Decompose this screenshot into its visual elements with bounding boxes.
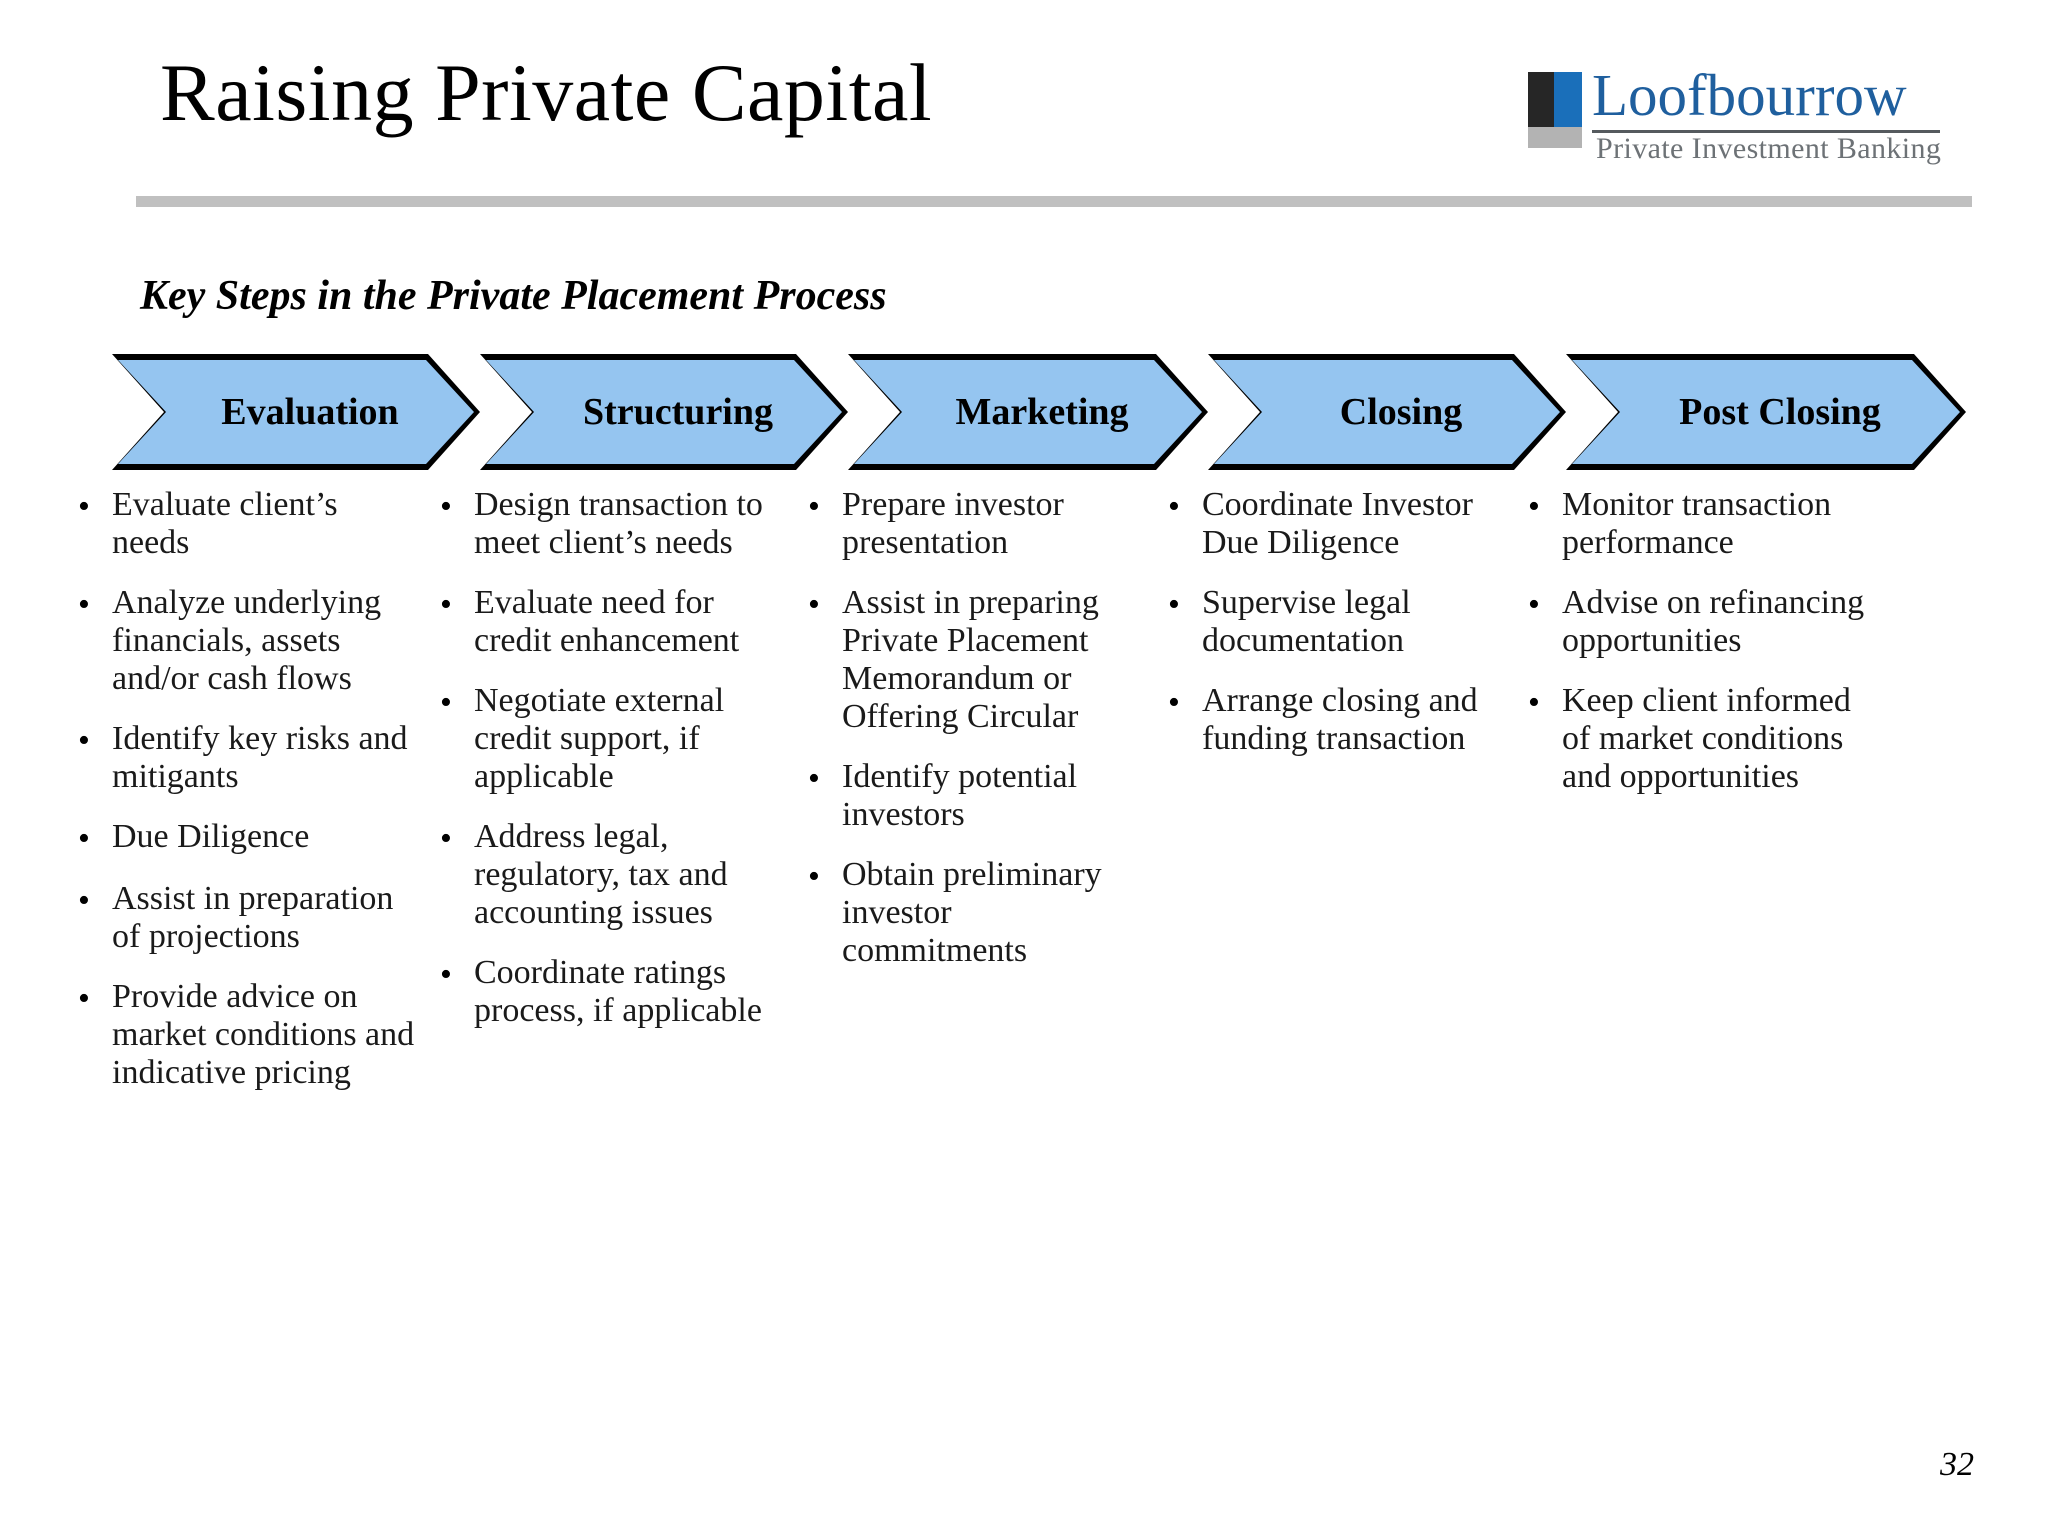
list-item: • Address legal, regulatory, tax and acco… (440, 818, 790, 932)
bullet-text: Design transaction to meet client’s need… (474, 486, 763, 561)
bullet-dot-icon: • (808, 760, 820, 797)
bullet-text: Assist in preparation of projections (112, 880, 394, 955)
page-number: 32 (1940, 1446, 1974, 1483)
chevron-label: Post Closing (1679, 391, 1881, 433)
list-item: • Design transaction to meet client’s nee… (440, 486, 790, 562)
bullet-dot-icon: • (78, 882, 90, 919)
list-item: • Obtain preliminary investor commitments (808, 856, 1138, 970)
list-item: • Evaluate client’s needs (78, 486, 418, 562)
bullet-text: Identify key risks and mitigants (112, 720, 408, 795)
process-step-chevron-closing[interactable]: Closing (1208, 354, 1566, 470)
bullet-text: Provide advice on market conditions and … (112, 978, 415, 1091)
bullet-text: Prepare investor presentation (842, 486, 1064, 561)
chevron-fill (486, 360, 842, 464)
bullet-column-structuring: • Design transaction to meet client’s nee… (440, 486, 790, 1052)
bullet-text: Arrange closing and funding transaction (1202, 682, 1478, 757)
list-item: • Advise on refinancing opportunities (1528, 584, 1878, 660)
bullet-dot-icon: • (1168, 684, 1180, 721)
process-step-chevron-structuring[interactable]: Structuring (480, 354, 848, 470)
bullet-text: Address legal, regulatory, tax and accou… (474, 818, 728, 931)
chevron-label: Structuring (583, 391, 773, 433)
bullet-dot-icon: • (440, 586, 452, 623)
list-item: • Assist in preparing Private Placement M… (808, 584, 1138, 736)
chevron-fill (854, 360, 1202, 464)
bullet-text: Identify potential investors (842, 758, 1078, 833)
bullet-dot-icon: • (78, 722, 90, 759)
logo-tagline: Private Investment Banking (1596, 132, 1942, 165)
bullet-text: Advise on refinancing opportunities (1562, 584, 1865, 659)
list-item: • Monitor transaction performance (1528, 486, 1878, 562)
bullet-text: Due Diligence (112, 818, 310, 855)
bullet-dot-icon: • (1528, 488, 1540, 525)
bullet-dot-icon: • (808, 488, 820, 525)
bullet-column-closing: • Coordinate Investor Due Diligence • Super… (1168, 486, 1508, 780)
bullet-text: Coordinate ratings process, if applicabl… (474, 954, 762, 1029)
process-chevron-band: Evaluation Structuring Marketing Closing Pos… (0, 354, 2048, 474)
chevron-label: Marketing (955, 391, 1129, 433)
bullet-dot-icon: • (1528, 684, 1540, 721)
chevron-fill (1572, 360, 1960, 464)
process-detail-columns: • Evaluate client’s needs • Analyze underly… (0, 486, 2048, 1166)
bullet-dot-icon: • (1168, 488, 1180, 525)
list-item: • Coordinate ratings process, if applicab… (440, 954, 790, 1030)
bullet-dot-icon: • (440, 956, 452, 993)
bullet-dot-icon: • (808, 858, 820, 895)
chevron-fill (1214, 360, 1560, 464)
bullet-dot-icon: • (440, 684, 452, 721)
list-item: • Supervise legal documentation (1168, 584, 1508, 660)
chevron-label: Closing (1339, 391, 1463, 433)
bullet-text: Analyze underlying financials, assets an… (112, 584, 382, 697)
process-step-chevron-marketing[interactable]: Marketing (848, 354, 1208, 470)
bullet-dot-icon: • (440, 488, 452, 525)
list-item: • Assist in preparation of projections (78, 880, 418, 956)
bullet-dot-icon: • (78, 980, 90, 1017)
logo-mark-icon (1528, 72, 1582, 148)
bullet-text: Obtain preliminary investor commitments (842, 856, 1102, 969)
list-item: • Keep client informed of market conditio… (1528, 682, 1878, 796)
list-item: • Identify key risks and mitigants (78, 720, 418, 796)
bullet-text: Supervise legal documentation (1202, 584, 1411, 659)
logo-mark-blue-block (1554, 72, 1582, 127)
bullet-text: Keep client informed of market condition… (1562, 682, 1851, 795)
bullet-dot-icon: • (440, 820, 452, 857)
bullet-column-post-closing: • Monitor transaction performance • Advise … (1528, 486, 1878, 818)
bullet-text: Monitor transaction performance (1562, 486, 1832, 561)
page-title: Raising Private Capital (160, 47, 933, 138)
logo-mark-black-block (1528, 72, 1554, 127)
bullet-column-evaluation: • Evaluate client’s needs • Analyze underly… (78, 486, 418, 1114)
logo-underline (1592, 130, 1940, 133)
bullet-dot-icon: • (78, 488, 90, 525)
chevron-label: Evaluation (221, 391, 399, 433)
logo-wordmark: Loofbourrow (1592, 62, 1907, 128)
bullet-dot-icon: • (808, 586, 820, 623)
process-step-chevron-post-closing[interactable]: Post Closing (1566, 354, 1966, 470)
section-subtitle: Key Steps in the Private Placement Proce… (140, 273, 887, 319)
list-item: • Analyze underlying financials, assets a… (78, 584, 418, 698)
company-logo: Loofbourrow Private Investment Banking (1528, 66, 1948, 170)
bullet-dot-icon: • (78, 586, 90, 623)
list-item: • Negotiate external credit support, if a… (440, 682, 790, 796)
logo-mark-gray-block (1528, 127, 1582, 148)
list-item: • Arrange closing and funding transaction (1168, 682, 1508, 758)
bullet-dot-icon: • (1528, 586, 1540, 623)
list-item: • Due Diligence (78, 818, 418, 858)
list-item: • Coordinate Investor Due Diligence (1168, 486, 1508, 562)
process-step-chevron-evaluation[interactable]: Evaluation (112, 354, 480, 470)
bullet-text: Coordinate Investor Due Diligence (1202, 486, 1473, 561)
bullet-text: Negotiate external credit support, if ap… (474, 682, 725, 795)
bullet-text: Evaluate need for credit enhancement (474, 584, 740, 659)
bullet-column-marketing: • Prepare investor presentation • Assist in… (808, 486, 1138, 992)
bullet-text: Evaluate client’s needs (112, 486, 338, 561)
list-item: • Prepare investor presentation (808, 486, 1138, 562)
list-item: • Identify potential investors (808, 758, 1138, 834)
bullet-dot-icon: • (1168, 586, 1180, 623)
bullet-text: Assist in preparing Private Placement Me… (842, 584, 1099, 735)
list-item: • Provide advice on market conditions and… (78, 978, 418, 1092)
header-divider (136, 196, 1972, 207)
bullet-dot-icon: • (78, 820, 90, 857)
chevron-fill (118, 360, 474, 464)
list-item: • Evaluate need for credit enhancement (440, 584, 790, 660)
